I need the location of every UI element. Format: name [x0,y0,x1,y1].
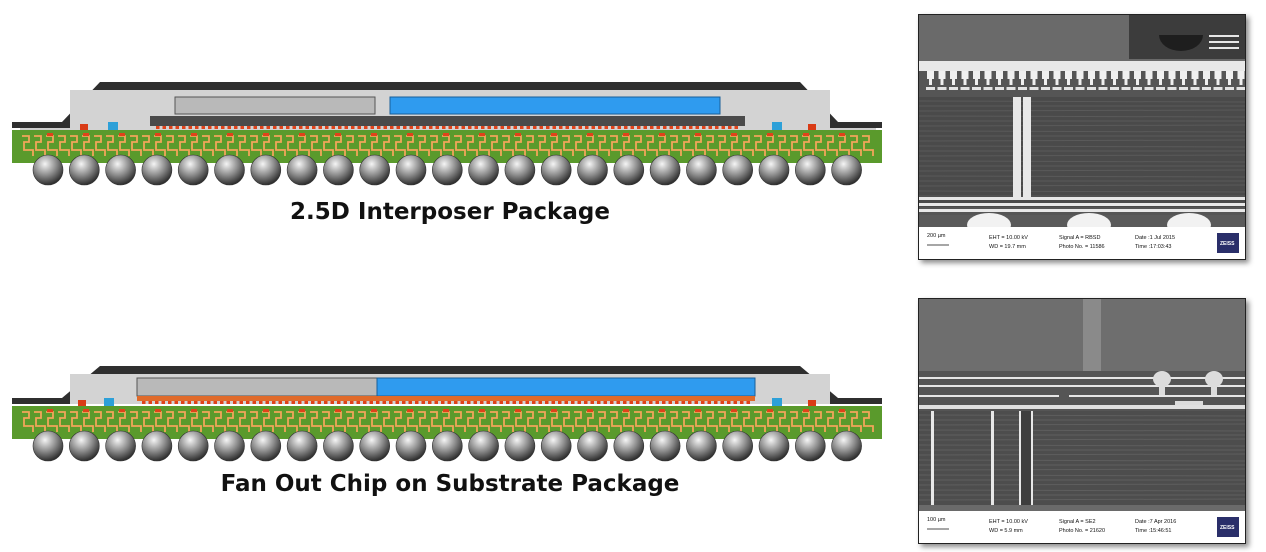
sem-time: Time :15:46:51 [1135,528,1171,534]
microbumps [142,401,750,404]
sem-cross-section-image: 100 µm EHT = 10.00 kV WD = 5.9 mm Signal… [918,298,1246,544]
sem-scale-bar: 200 µm [927,233,946,239]
gray-chip [174,96,376,115]
sem-date: Date :1 Jul 2015 [1135,235,1175,241]
decap-left [80,122,118,130]
bga-balls [32,430,862,462]
bga-balls [32,154,862,186]
interposer-package-caption: 2.5D Interposer Package [290,199,610,225]
sem-eht: EHT = 10.00 kV [989,519,1028,525]
fan-out-package-caption: Fan Out Chip on Substrate Package [220,471,680,497]
decap-right [772,122,816,130]
sem-data-bar: 200 µm EHT = 10.00 kV WD = 19.7 mm Signa… [927,233,1175,250]
blue-chip [389,96,721,115]
sem-data-bar: 100 µm EHT = 10.00 kV WD = 5.9 mm Signal… [927,517,1176,534]
interposer-package-diagram [0,70,900,190]
microbumps [156,126,738,129]
zeiss-logo: ZEISS [1220,241,1235,247]
sem-time: Time :17:03:43 [1135,244,1171,250]
sem-photo: Photo No. = 21620 [1059,528,1105,534]
zeiss-logo: ZEISS [1220,525,1235,531]
decap-left [78,398,114,406]
sem-cross-section-image: 200 µm EHT = 10.00 kV WD = 19.7 mm Signa… [918,14,1246,260]
substrate-routing [22,133,874,156]
sem-signal: Signal A = SE2 [1059,519,1096,525]
interposer [150,116,745,126]
sem-date: Date :7 Apr 2016 [1135,519,1176,525]
fan-out-rdl [137,396,755,401]
sem-wd: WD = 5.9 mm [989,528,1023,534]
blue-chip [376,377,756,397]
sem-signal: Signal A = RBSD [1059,235,1100,241]
sem-photo: Photo No. = 11586 [1059,244,1105,250]
decap-right [772,398,816,406]
sem-scale-bar: 100 µm [927,517,946,523]
sem-eht: EHT = 10.00 kV [989,235,1028,241]
substrate-routing [22,409,874,432]
gray-chip [136,377,378,397]
fan-out-package-diagram [0,358,900,478]
sem-wd: WD = 19.7 mm [989,244,1026,250]
